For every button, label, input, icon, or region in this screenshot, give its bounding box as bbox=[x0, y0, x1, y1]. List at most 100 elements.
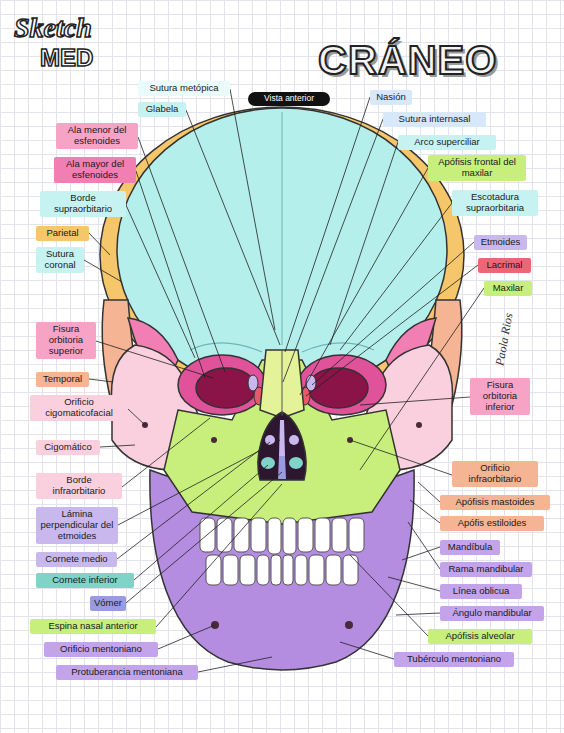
label-text: Etmoides bbox=[478, 237, 523, 248]
leader-line bbox=[128, 409, 145, 425]
label-box: Espina nasal anterior bbox=[30, 619, 156, 634]
label-box: Cornete medio bbox=[36, 552, 117, 567]
label-text: Rama mandibular bbox=[444, 564, 528, 575]
label-box: Etmoides bbox=[474, 235, 527, 250]
leader-line bbox=[306, 265, 478, 396]
leader-line bbox=[300, 168, 428, 395]
label-box: Orificio mentoniano bbox=[44, 642, 158, 657]
leader-line bbox=[89, 379, 113, 382]
leader-line bbox=[138, 137, 225, 372]
label-box: Glabela bbox=[138, 102, 186, 117]
leader-line bbox=[122, 418, 210, 487]
infraorbital-foramen bbox=[211, 437, 217, 443]
tooth bbox=[283, 555, 293, 585]
leader-line bbox=[84, 260, 122, 282]
nasal-bone bbox=[260, 350, 304, 418]
label-box: Fisura orbitoria superior bbox=[36, 322, 96, 359]
label-text: Apófisis alveolar bbox=[432, 631, 528, 642]
label-text: Glabela bbox=[142, 104, 182, 115]
label-box: Sutura metópica bbox=[138, 81, 230, 96]
tooth bbox=[326, 555, 341, 585]
leader-line bbox=[402, 547, 440, 560]
face-bones bbox=[111, 345, 452, 670]
label-box: Apófis estiloides bbox=[440, 516, 544, 531]
leader-line bbox=[330, 142, 398, 345]
vomer bbox=[278, 456, 286, 479]
leader-line bbox=[360, 397, 470, 405]
label-text: Parietal bbox=[40, 228, 85, 239]
tooth bbox=[349, 518, 364, 552]
leader-line bbox=[136, 171, 205, 378]
tooth bbox=[295, 555, 307, 585]
label-text: Borde infraorbitario bbox=[40, 475, 118, 497]
label-box: Fisura orbitoria inferior bbox=[470, 378, 530, 415]
label-text: Escotadura supraorbitaria bbox=[456, 192, 534, 214]
label-text: Maxilar bbox=[488, 283, 528, 294]
label-text: Cornete inferior bbox=[40, 575, 130, 586]
label-box: Sutura coronal bbox=[36, 247, 84, 273]
label-box: Nasión bbox=[370, 90, 412, 105]
label-box: Escotadura supraorbitaria bbox=[452, 190, 538, 216]
label-text: Vómer bbox=[94, 598, 122, 609]
lower-teeth bbox=[206, 555, 358, 585]
label-box: Ala menor del esfenoides bbox=[56, 123, 138, 149]
view-badge: Vista anterior bbox=[248, 92, 330, 106]
internasal-suture bbox=[282, 350, 283, 416]
tooth bbox=[251, 518, 266, 552]
page-title: CRÁNEO bbox=[318, 38, 497, 83]
leader-line bbox=[418, 482, 440, 502]
label-text: Orificio infraorbitario bbox=[456, 463, 534, 485]
label-text: Mandíbula bbox=[444, 542, 496, 553]
label-box: Orificio cigomaticofacial bbox=[30, 395, 128, 421]
tooth bbox=[343, 555, 358, 585]
label-box: Orificio infraorbitario bbox=[452, 461, 538, 487]
label-text: Temporal bbox=[40, 374, 85, 385]
leader-line bbox=[158, 625, 215, 649]
leader-line bbox=[350, 440, 452, 475]
tooth bbox=[315, 518, 330, 552]
zygomaticofacial-foramen bbox=[416, 422, 422, 428]
label-text: Orificio cigomaticofacial bbox=[34, 397, 124, 419]
leader-line bbox=[388, 577, 440, 591]
label-box: Tubérculo mentoniano bbox=[394, 652, 514, 667]
leader-line bbox=[96, 341, 213, 378]
label-box: Borde supraorbitario bbox=[40, 191, 126, 217]
orbit-depth bbox=[196, 368, 256, 408]
tooth bbox=[217, 518, 232, 552]
tooth bbox=[268, 518, 281, 554]
label-text: Fisura orbitoria superior bbox=[40, 324, 92, 357]
label-box: Apófisis frontal del maxilar bbox=[428, 155, 526, 181]
leader-line bbox=[350, 555, 428, 636]
label-box: Vómer bbox=[90, 596, 126, 611]
label-box: Mandíbula bbox=[440, 540, 500, 555]
label-box: Lámina perpendicular del etmoides bbox=[36, 507, 118, 544]
label-text: Fisura orbitoria inferior bbox=[474, 380, 526, 413]
leader-line bbox=[117, 442, 270, 559]
leader-line bbox=[156, 484, 282, 627]
label-text: Arco superciliar bbox=[402, 137, 492, 148]
tooth bbox=[271, 555, 281, 585]
label-box: Sutura internasal bbox=[383, 112, 486, 127]
label-box: Línea oblicua bbox=[440, 584, 522, 599]
label-text: Orificio mentoniano bbox=[48, 644, 154, 655]
tooth bbox=[257, 555, 269, 585]
label-box: Lacrimal bbox=[478, 258, 531, 273]
perpendicular-plate bbox=[279, 420, 285, 456]
label-box: Ala mayor del esfenoides bbox=[54, 157, 136, 183]
leader-line bbox=[396, 613, 440, 615]
leader-line bbox=[230, 89, 275, 330]
label-box: Borde infraorbitario bbox=[36, 473, 122, 499]
label-text: Apófisis mastoides bbox=[444, 497, 546, 508]
mental-foramen bbox=[345, 621, 353, 629]
label-text: Borde supraorbitario bbox=[44, 193, 122, 215]
label-text: Apófis estiloides bbox=[444, 518, 540, 529]
label-text: Nasión bbox=[374, 92, 408, 103]
label-text: Vista anterior bbox=[253, 94, 325, 104]
label-text: Apófisis frontal del maxilar bbox=[432, 157, 522, 179]
leader-line bbox=[340, 642, 394, 659]
label-box: Apófisis alveolar bbox=[428, 629, 532, 644]
logo-text: MED bbox=[40, 44, 93, 72]
tooth bbox=[309, 555, 324, 585]
label-box: Cornete inferior bbox=[36, 573, 134, 588]
